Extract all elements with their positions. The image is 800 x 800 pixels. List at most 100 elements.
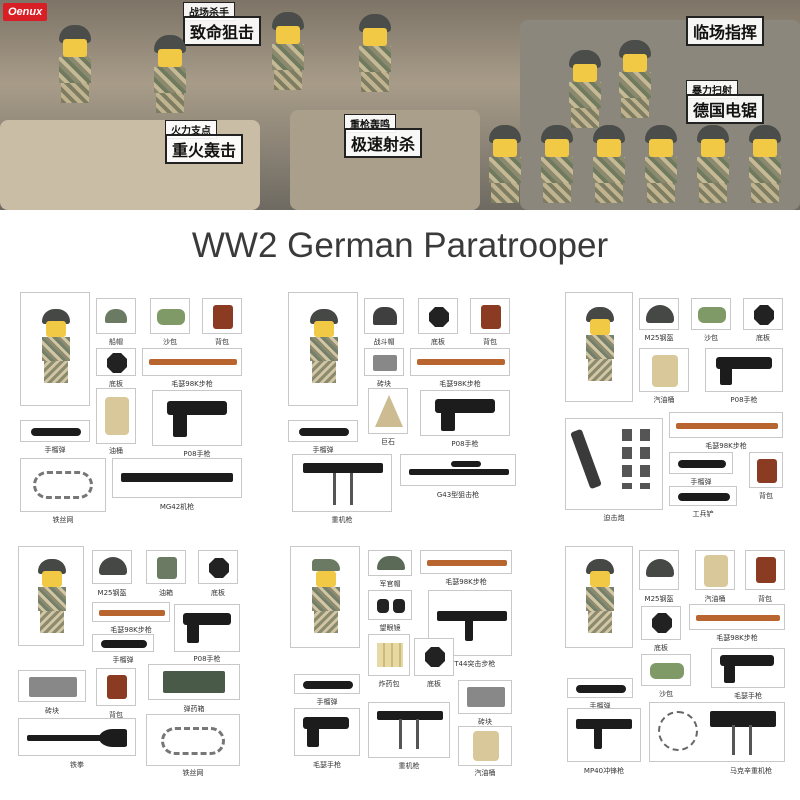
- mortar-shell-icon: [640, 429, 650, 489]
- item-label: 砖块: [45, 707, 59, 715]
- backpack-icon: [756, 557, 776, 583]
- mortar-icon: [570, 428, 602, 490]
- item-label: 油桶: [109, 447, 123, 455]
- item-label: 迫击炮: [603, 514, 625, 522]
- item-box: [368, 550, 412, 576]
- base-plate-icon: [754, 305, 774, 325]
- barbed-wire-icon: [161, 727, 225, 755]
- item-label: 底板: [211, 589, 225, 597]
- item-label: 汽油桶: [653, 396, 675, 404]
- item-box: [20, 458, 106, 512]
- item-label: 毛瑟98K步枪: [439, 380, 481, 388]
- item-box: [410, 348, 510, 376]
- item-box: [695, 550, 735, 590]
- pistol-grip-icon: [720, 367, 732, 385]
- item-label: 油箱: [159, 589, 173, 597]
- minifigure: [641, 125, 681, 203]
- grenade-icon: [303, 681, 353, 689]
- banner-tag-2: 致命狙击: [183, 16, 262, 46]
- item-label: 毛瑟手枪: [313, 761, 341, 769]
- item-box: [745, 550, 785, 590]
- ammo-box-icon: [163, 671, 225, 693]
- side-cap-icon: [105, 309, 127, 323]
- helmet-icon: [646, 305, 674, 323]
- page-title: WW2 German Paratrooper: [191, 226, 609, 265]
- accessory-panel-2: 战斗帽 底板 背包 砖块 毛瑟98K步枪 手榴弹 巨石 P08手枪 重机枪 G4…: [288, 292, 516, 524]
- brick-icon: [467, 687, 505, 707]
- fuel-can-icon: [157, 557, 177, 579]
- rifle-icon: [696, 615, 780, 621]
- item-label: 沙包: [163, 338, 177, 346]
- heavy-machine-gun-icon: [303, 463, 383, 473]
- base-plate-icon: [429, 307, 449, 327]
- binoculars-icon: [393, 599, 405, 613]
- minifigure: [583, 307, 617, 381]
- item-box: [92, 634, 154, 652]
- heavy-machine-gun-icon: [377, 711, 443, 720]
- figure-box: [18, 546, 84, 646]
- minifigure: [307, 309, 341, 383]
- figure-box: [288, 292, 358, 406]
- pistol-icon: [183, 613, 231, 625]
- tripod-icon: [333, 473, 353, 505]
- item-label: MP40冲锋枪: [583, 767, 625, 775]
- sandbag-icon: [698, 307, 726, 323]
- item-label: 工兵铲: [692, 510, 714, 518]
- item-box: [649, 702, 785, 762]
- item-box: [567, 678, 633, 698]
- item-box: [458, 680, 512, 714]
- item-box: [92, 550, 132, 584]
- item-label: 背包: [109, 711, 123, 719]
- rifle-icon: [676, 423, 778, 429]
- minifigure: [309, 559, 343, 633]
- item-box: [18, 670, 86, 702]
- tripod-icon: [399, 719, 419, 749]
- minifigure: [485, 125, 525, 203]
- boulder-icon: [375, 395, 403, 427]
- accessory-panel-1: 船帽 沙包 背包 底板 毛瑟98K步枪 手榴弹 油桶 P08手枪 铁丝网 MG4…: [20, 292, 245, 524]
- item-label: M25钢盔: [644, 595, 674, 603]
- pistol-grip-icon: [187, 623, 199, 643]
- banner-tag-9: 德国电锯: [686, 94, 765, 124]
- item-box: [364, 298, 404, 334]
- item-label: MG42机枪: [159, 503, 195, 511]
- item-box: [749, 452, 783, 488]
- barbed-wire-icon: [33, 471, 93, 499]
- mauser-pistol-icon: [303, 717, 349, 729]
- magazine-icon: [594, 727, 602, 749]
- backpack-icon: [107, 675, 127, 699]
- oil-drum-icon: [105, 397, 129, 435]
- item-box: [743, 298, 783, 330]
- item-label: 巨石: [381, 438, 395, 446]
- item-box: [470, 298, 510, 334]
- item-label: 炸药包: [378, 680, 400, 688]
- item-box: [641, 654, 691, 686]
- item-box: [639, 348, 689, 392]
- item-label: 背包: [758, 595, 772, 603]
- item-label: 船帽: [109, 338, 123, 346]
- minifigure: [537, 125, 577, 203]
- exploded-parts-icon: [658, 711, 698, 751]
- minifigure: [55, 25, 95, 103]
- item-box: [368, 634, 410, 676]
- item-box: [96, 388, 136, 444]
- item-box: [96, 348, 136, 376]
- item-label: 底板: [427, 680, 441, 688]
- item-label: 毛瑟98K步枪: [171, 380, 213, 388]
- item-box: [292, 454, 392, 512]
- accessory-panel-4: M25钢盔 油箱 底板 毛瑟98K步枪 P08手枪 手榴弹 砖块 背包 弹药箱 …: [18, 546, 243, 780]
- item-box: [711, 648, 785, 688]
- item-label: 沙包: [659, 690, 673, 698]
- item-label: 沙包: [704, 334, 718, 342]
- item-label: 手榴弹: [589, 702, 611, 710]
- pistol-grip-icon: [441, 411, 455, 431]
- pistol-icon: [167, 401, 227, 415]
- item-box: [641, 606, 681, 640]
- item-box: [92, 602, 170, 622]
- item-box: [150, 298, 190, 334]
- item-label: 背包: [759, 492, 773, 500]
- item-label: 汽油桶: [704, 595, 726, 603]
- item-label: 铁丝网: [52, 516, 74, 524]
- panzerfaust-head-icon: [99, 729, 127, 747]
- grenade-icon: [31, 428, 81, 436]
